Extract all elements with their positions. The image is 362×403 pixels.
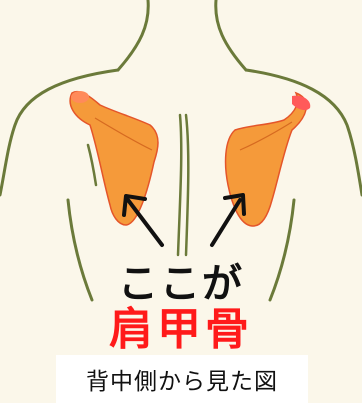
spine-right-line bbox=[186, 115, 188, 255]
caption-text: 背中側から見た図 bbox=[86, 362, 278, 396]
left-scapula bbox=[70, 91, 158, 225]
caption-box: 背中側から見た図 bbox=[56, 355, 308, 403]
neck-right-line bbox=[216, 0, 246, 70]
spine-left-line bbox=[178, 115, 181, 255]
arrow-up-right-icon bbox=[212, 195, 244, 245]
neck-left-line bbox=[118, 0, 148, 70]
back-contour-left bbox=[88, 145, 96, 185]
bone-name-label: 肩甲骨 bbox=[0, 293, 362, 357]
